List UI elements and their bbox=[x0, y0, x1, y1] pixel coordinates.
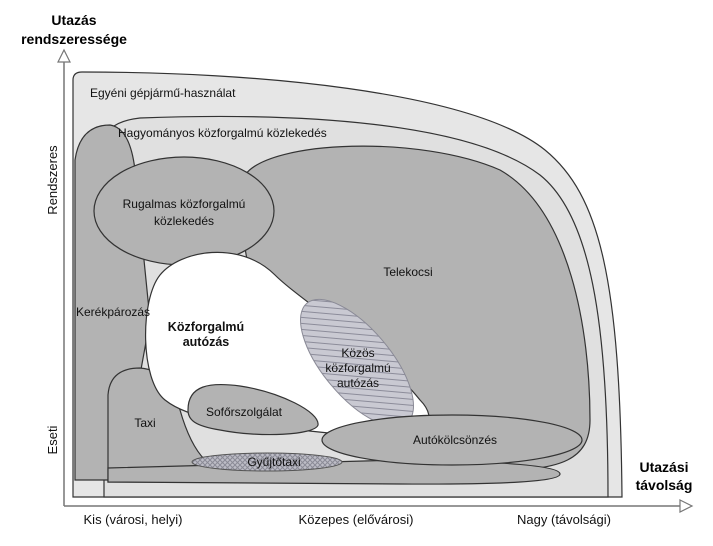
label-kozos-line3: autózás bbox=[337, 376, 379, 390]
label-kozforgalmu-autozas-line2: autózás bbox=[183, 335, 230, 349]
label-kozos-line1: Közös bbox=[341, 346, 374, 360]
label-telekocsi: Telekocsi bbox=[383, 265, 432, 279]
x-tick-kis: Kis (városi, helyi) bbox=[84, 512, 183, 527]
label-rugalmas-line2: közlekedés bbox=[154, 214, 214, 228]
x-axis-title-line1: Utazási bbox=[639, 459, 688, 475]
label-rugalmas-line1: Rugalmas közforgalmú bbox=[123, 197, 246, 211]
label-gyujtotaxi: Gyűjtőtaxi bbox=[247, 455, 300, 469]
label-hagyomanyos: Hagyományos közforgalmú közlekedés bbox=[118, 126, 327, 140]
label-kerekparozas: Kerékpározás bbox=[76, 305, 150, 319]
label-kozforgalmu-autozas-line1: Közforgalmú bbox=[168, 320, 244, 334]
region-soforszolgalat bbox=[187, 383, 319, 436]
y-tick-rendszeres: Rendszeres bbox=[45, 145, 60, 215]
label-soforszolgalat: Sofőrszolgálat bbox=[206, 405, 283, 419]
y-axis-arrow bbox=[57, 48, 71, 63]
region-rugalmas bbox=[93, 156, 275, 266]
label-taxi: Taxi bbox=[134, 416, 155, 430]
x-axis-title-line2: távolság bbox=[636, 477, 693, 493]
y-axis-title-line1: Utazás bbox=[51, 12, 96, 28]
label-autokolcsonzes: Autókölcsönzés bbox=[413, 433, 497, 447]
label-egyeni: Egyéni gépjármű-használat bbox=[90, 86, 236, 100]
region-gyujtotaxi bbox=[191, 452, 343, 472]
x-tick-nagy: Nagy (távolsági) bbox=[517, 512, 611, 527]
label-kozos-line2: közforgalmú bbox=[325, 361, 390, 375]
region-autokolcsonzes bbox=[321, 414, 583, 466]
y-axis-title-line2: rendszeressége bbox=[21, 31, 127, 47]
x-axis-arrow bbox=[679, 499, 694, 513]
x-tick-kozepes: Közepes (elővárosi) bbox=[299, 512, 414, 527]
y-tick-eseti: Eseti bbox=[45, 425, 60, 454]
